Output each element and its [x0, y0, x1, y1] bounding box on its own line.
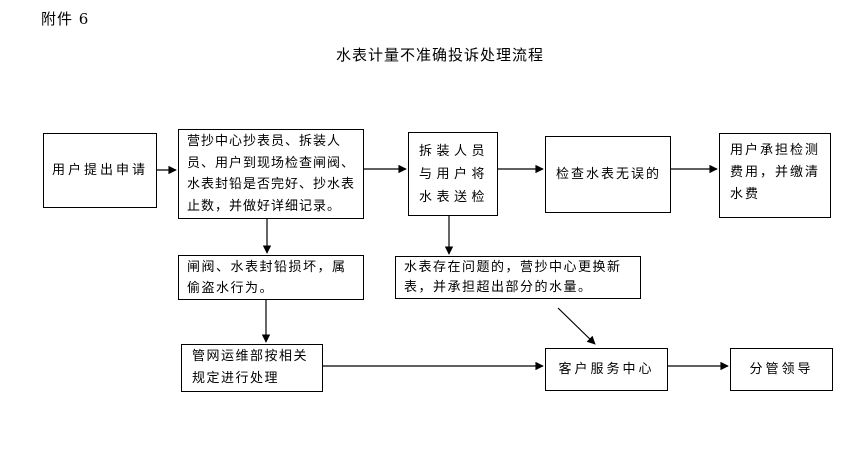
- arrow-meter-faulty-to-customer-service: [557, 307, 596, 345]
- node-onsite-inspection: 营抄中心抄表员、拆装人员、用户到现场检查闸阀、水表封铅是否完好、抄水表止数，并做…: [178, 129, 364, 219]
- node-pipeline-maintenance: 管网运维部按相关规定进行处理: [181, 344, 323, 392]
- attachment-label: 附件 6: [41, 10, 90, 28]
- page-title: 水表计量不准确投诉处理流程: [335, 46, 544, 64]
- node-seal-damaged-theft-label: 闸阀、水表封铅损坏，属偷盗水行为。: [187, 260, 347, 296]
- node-seal-damaged-theft: 闸阀、水表封铅损坏，属偷盗水行为。: [178, 255, 364, 300]
- node-meter-correct: 检查水表无误的: [545, 136, 671, 213]
- node-branch-leader-label: 分管领导: [749, 362, 814, 377]
- node-customer-service-center-label: 客户服务中心: [558, 362, 655, 377]
- node-customer-service-center: 客户服务中心: [545, 348, 668, 391]
- node-meter-correct-label: 检查水表无误的: [556, 167, 662, 182]
- node-user-application-label: 用户提出申请: [51, 163, 148, 178]
- node-branch-leader: 分管领导: [730, 348, 833, 391]
- node-onsite-inspection-label: 营抄中心抄表员、拆装人员、用户到现场检查闸阀、水表封铅是否完好、抄水表止数，并做…: [187, 134, 356, 215]
- node-user-bears-cost-label: 用户承担检测费用，并缴清水费: [730, 143, 821, 202]
- node-send-meter-for-test: 拆装人员与用户将水表送检: [408, 132, 498, 216]
- node-pipeline-maintenance-label: 管网运维部按相关规定进行处理: [192, 349, 309, 386]
- node-user-bears-cost: 用户承担检测费用，并缴清水费: [719, 133, 831, 218]
- node-meter-faulty-replace-label: 水表存在问题的，营抄中心更换新表，并承担超出部分的水量。: [404, 260, 622, 295]
- node-send-meter-for-test-label: 拆装人员与用户将水表送检: [419, 144, 490, 205]
- node-meter-faulty-replace: 水表存在问题的，营抄中心更换新表，并承担超出部分的水量。: [395, 256, 641, 299]
- node-user-application: 用户提出申请: [43, 133, 157, 208]
